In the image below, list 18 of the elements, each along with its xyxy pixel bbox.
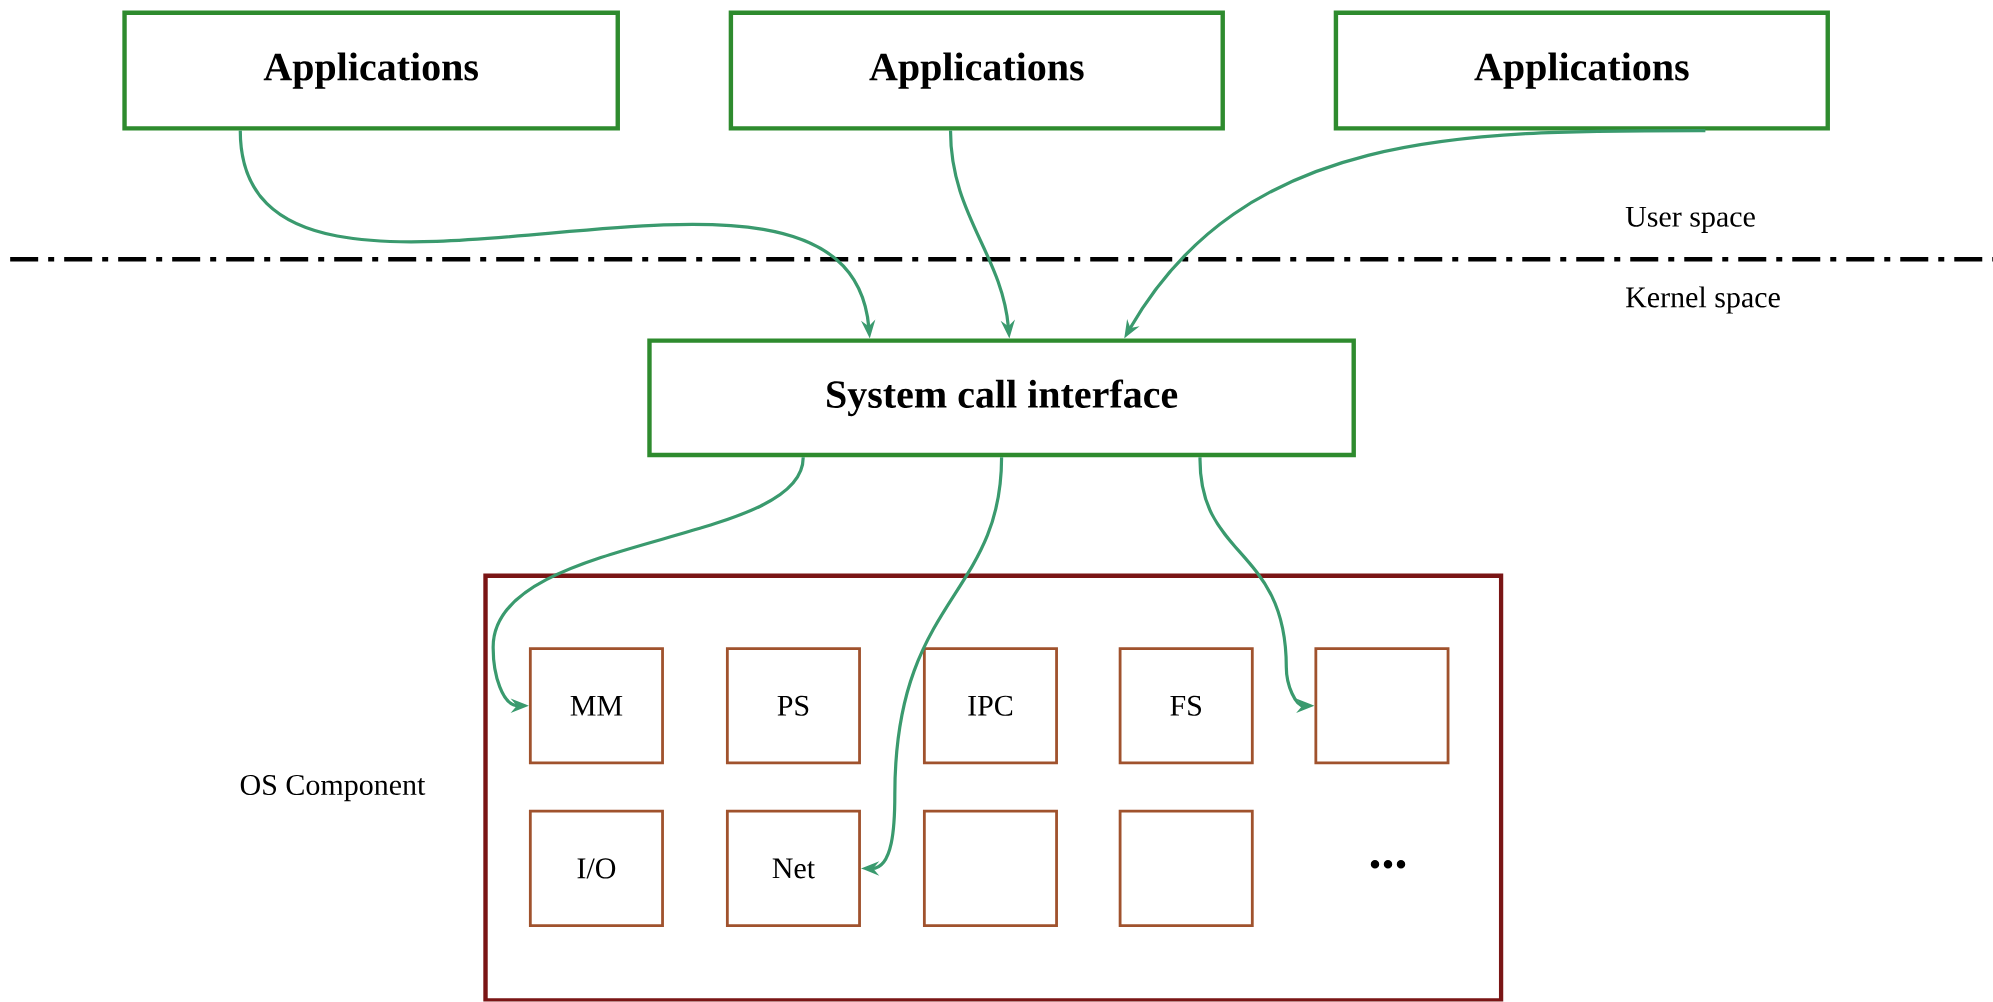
- component-box: Net: [725, 810, 861, 928]
- region-label: Kernel space: [1626, 286, 1780, 314]
- process-box: Applications: [122, 10, 620, 131]
- component-box: MM: [528, 647, 664, 765]
- process-box: System call interface: [647, 338, 1356, 458]
- empty-box: [483, 573, 1504, 1002]
- component-box: PS: [725, 647, 861, 765]
- component-box: FS: [1118, 647, 1254, 765]
- process-box: Applications: [728, 10, 1225, 131]
- region-label: User space: [1625, 207, 1755, 234]
- ellipsis: ...: [1370, 860, 1406, 869]
- empty-box: [922, 810, 1058, 928]
- empty-box: [1118, 810, 1254, 928]
- component-box: I/O: [528, 810, 664, 928]
- empty-box: [1314, 647, 1450, 765]
- side-label: OS Component: [240, 775, 426, 802]
- process-box: Applications: [1333, 10, 1830, 131]
- component-box: IPC: [922, 647, 1058, 765]
